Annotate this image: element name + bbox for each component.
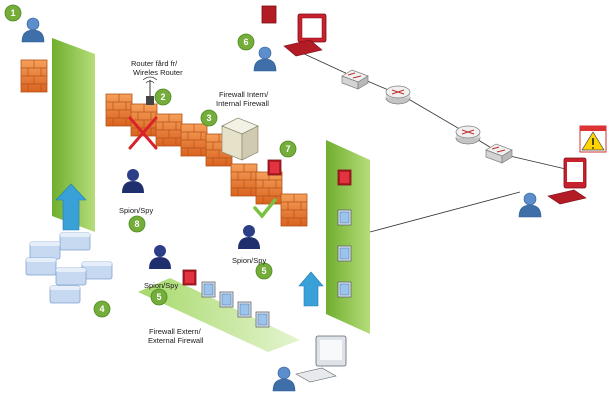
computer-icon (547, 157, 587, 205)
person-icon (272, 366, 296, 392)
badge-3: 3 (200, 109, 218, 127)
badge-number: 4 (99, 304, 104, 314)
badge-number: 7 (285, 144, 290, 154)
spy-label: Spion/Spy (119, 206, 153, 215)
left-zone-panel (52, 38, 95, 232)
computer-icon (267, 159, 282, 176)
spy-label: Spion/Spy (144, 281, 178, 290)
computer-icon (261, 5, 327, 57)
badge-4: 4 (93, 300, 111, 318)
right-zone-panel (326, 140, 370, 334)
check-icon (253, 198, 277, 219)
badge-number: 1 (10, 8, 15, 18)
badge-6: 6 (237, 33, 255, 51)
badge-number: 5 (261, 266, 266, 276)
badge-number: 3 (206, 113, 211, 123)
arrow-up-icon (298, 271, 324, 307)
router-label-line2: Wireles Router (133, 68, 183, 77)
arrow-up-icon (55, 183, 87, 231)
badge-8: 8 (128, 215, 146, 233)
warning-icon (579, 125, 607, 153)
badge-5a: 5 (255, 262, 273, 280)
internal-firewall-label-line1: Firewall Intern/ (219, 90, 269, 99)
badge-number: 6 (243, 37, 248, 47)
badge-number: 8 (134, 219, 139, 229)
wireless-antenna-icon (142, 76, 158, 105)
network-links (299, 51, 571, 233)
router-icon (455, 125, 481, 145)
server-icon (221, 117, 259, 161)
router-icon (385, 85, 411, 105)
badge-1: 1 (4, 4, 22, 22)
badge-5b: 5 (150, 288, 168, 306)
spy-icon (149, 245, 171, 269)
badge-number: 2 (160, 92, 165, 102)
internal-firewall-label-line2: Internal Firewall (216, 99, 269, 108)
person-icon (253, 46, 277, 72)
external-firewall-label-line2: External Firewall (148, 336, 204, 345)
computer-icon (295, 335, 347, 383)
badge-number: 5 (156, 292, 161, 302)
badge-7: 7 (279, 140, 297, 158)
cross-icon (128, 116, 158, 150)
spy-label: Spion/Spy (232, 256, 266, 265)
spy-icon (122, 169, 144, 193)
spy-icon (238, 225, 260, 249)
badge-2: 2 (154, 88, 172, 106)
external-zone-base (138, 269, 300, 352)
router-label-line1: Router fård fr/ (131, 59, 178, 68)
person-icon (518, 192, 542, 218)
cloud-icon (25, 232, 113, 304)
firewall-brick-icon (20, 59, 48, 93)
external-firewall-label-line1: Firewall Extern/ (149, 327, 202, 336)
person-icon (21, 17, 45, 43)
